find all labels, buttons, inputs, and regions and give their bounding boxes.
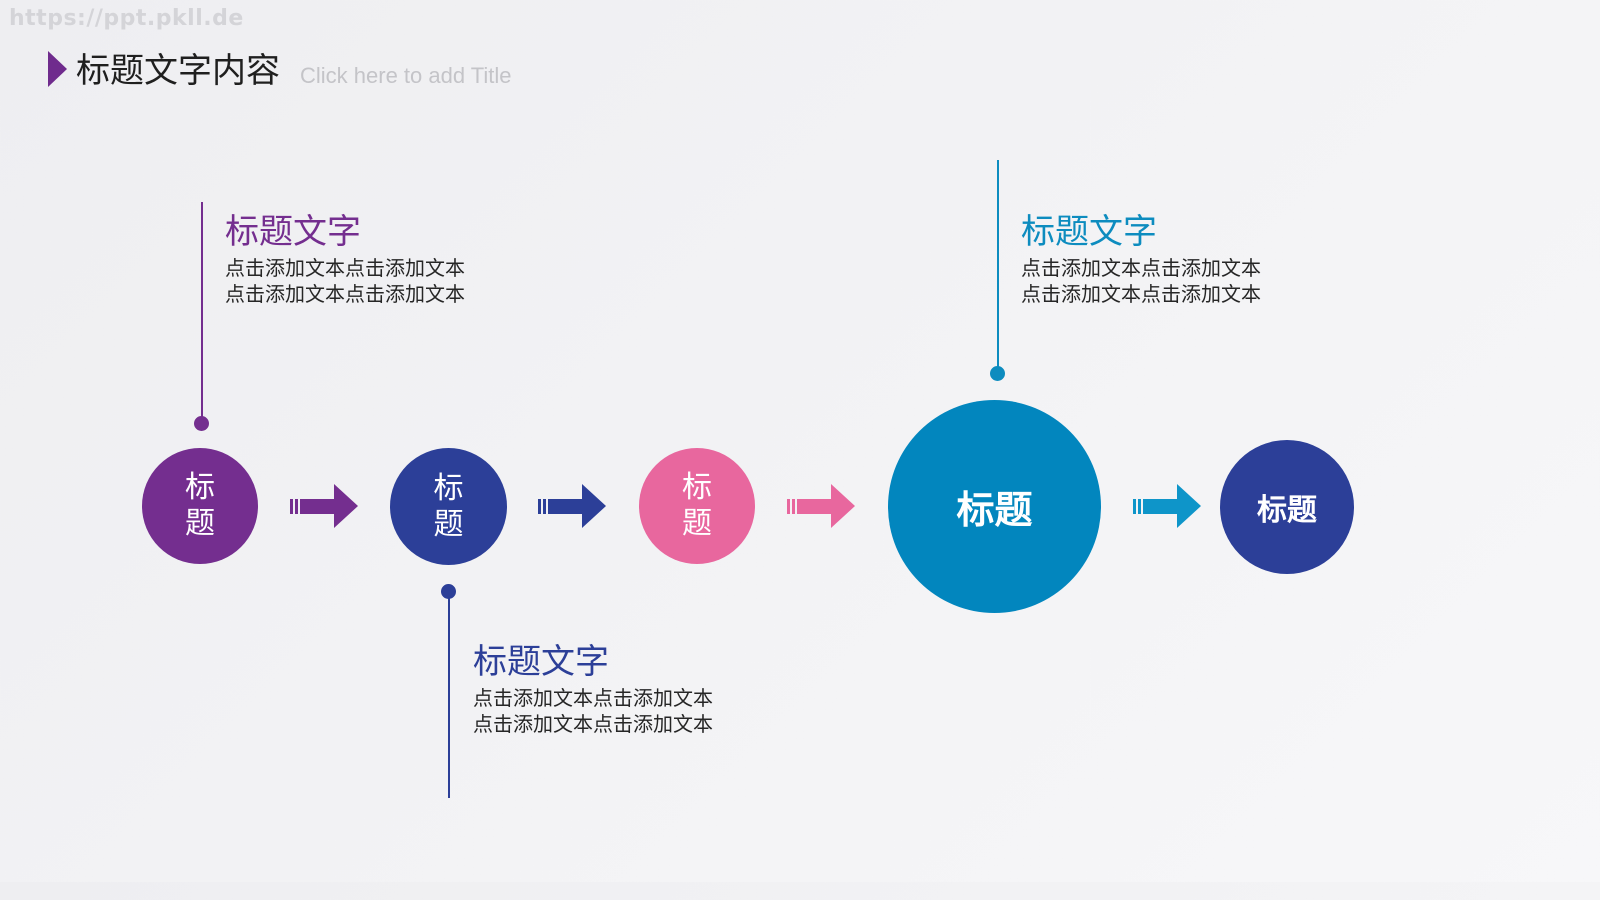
arrow-right-icon xyxy=(787,484,855,528)
step-circle-5[interactable]: 标题 xyxy=(1220,440,1354,574)
title-marker-icon xyxy=(48,51,67,87)
callout-3-title[interactable]: 标题文字 xyxy=(1021,212,1157,252)
callout-1-title[interactable]: 标题文字 xyxy=(225,212,361,252)
watermark: https://ppt.pkll.de xyxy=(9,6,244,31)
callout-1-line-1[interactable]: 点击添加文本点击添加文本 xyxy=(225,256,465,280)
arrow-right-icon xyxy=(290,484,358,528)
step-circle-1[interactable]: 标题 xyxy=(142,448,258,564)
arrow-right-icon xyxy=(1133,484,1201,528)
step-circle-2[interactable]: 标题 xyxy=(390,448,507,565)
callout-3-line-1[interactable]: 点击添加文本点击添加文本 xyxy=(1021,256,1261,280)
step-5-label: 标题 xyxy=(1257,493,1317,528)
step-3-label: 标题 xyxy=(682,470,712,541)
step-1-label: 标题 xyxy=(185,470,215,541)
step-circle-4[interactable]: 标题 xyxy=(888,400,1101,613)
step-4-label: 标题 xyxy=(956,488,1033,532)
callout-2-line-2[interactable]: 点击添加文本点击添加文本 xyxy=(473,712,713,736)
callout-2-title[interactable]: 标题文字 xyxy=(473,642,609,682)
callout-3-line xyxy=(997,160,999,372)
callout-1-line-2[interactable]: 点击添加文本点击添加文本 xyxy=(225,282,465,306)
callout-2-line-1[interactable]: 点击添加文本点击添加文本 xyxy=(473,686,713,710)
step-circle-3[interactable]: 标题 xyxy=(639,448,755,564)
callout-3: 标题文字 点击添加文本点击添加文本 点击添加文本点击添加文本 xyxy=(1021,212,1261,307)
arrow-right-icon xyxy=(538,484,606,528)
callout-2: 标题文字 点击添加文本点击添加文本 点击添加文本点击添加文本 xyxy=(473,642,713,737)
callout-3-dot xyxy=(990,366,1005,381)
callout-3-line-2[interactable]: 点击添加文本点击添加文本 xyxy=(1021,282,1261,306)
page-subtitle[interactable]: Click here to add Title xyxy=(300,63,512,88)
callout-2-dot xyxy=(441,584,456,599)
callout-1: 标题文字 点击添加文本点击添加文本 点击添加文本点击添加文本 xyxy=(225,212,465,307)
callout-1-line xyxy=(201,202,203,422)
step-2-label: 标题 xyxy=(433,470,464,542)
page-title[interactable]: 标题文字内容 xyxy=(76,51,280,91)
callout-1-dot xyxy=(194,416,209,431)
callout-2-line xyxy=(448,592,450,798)
